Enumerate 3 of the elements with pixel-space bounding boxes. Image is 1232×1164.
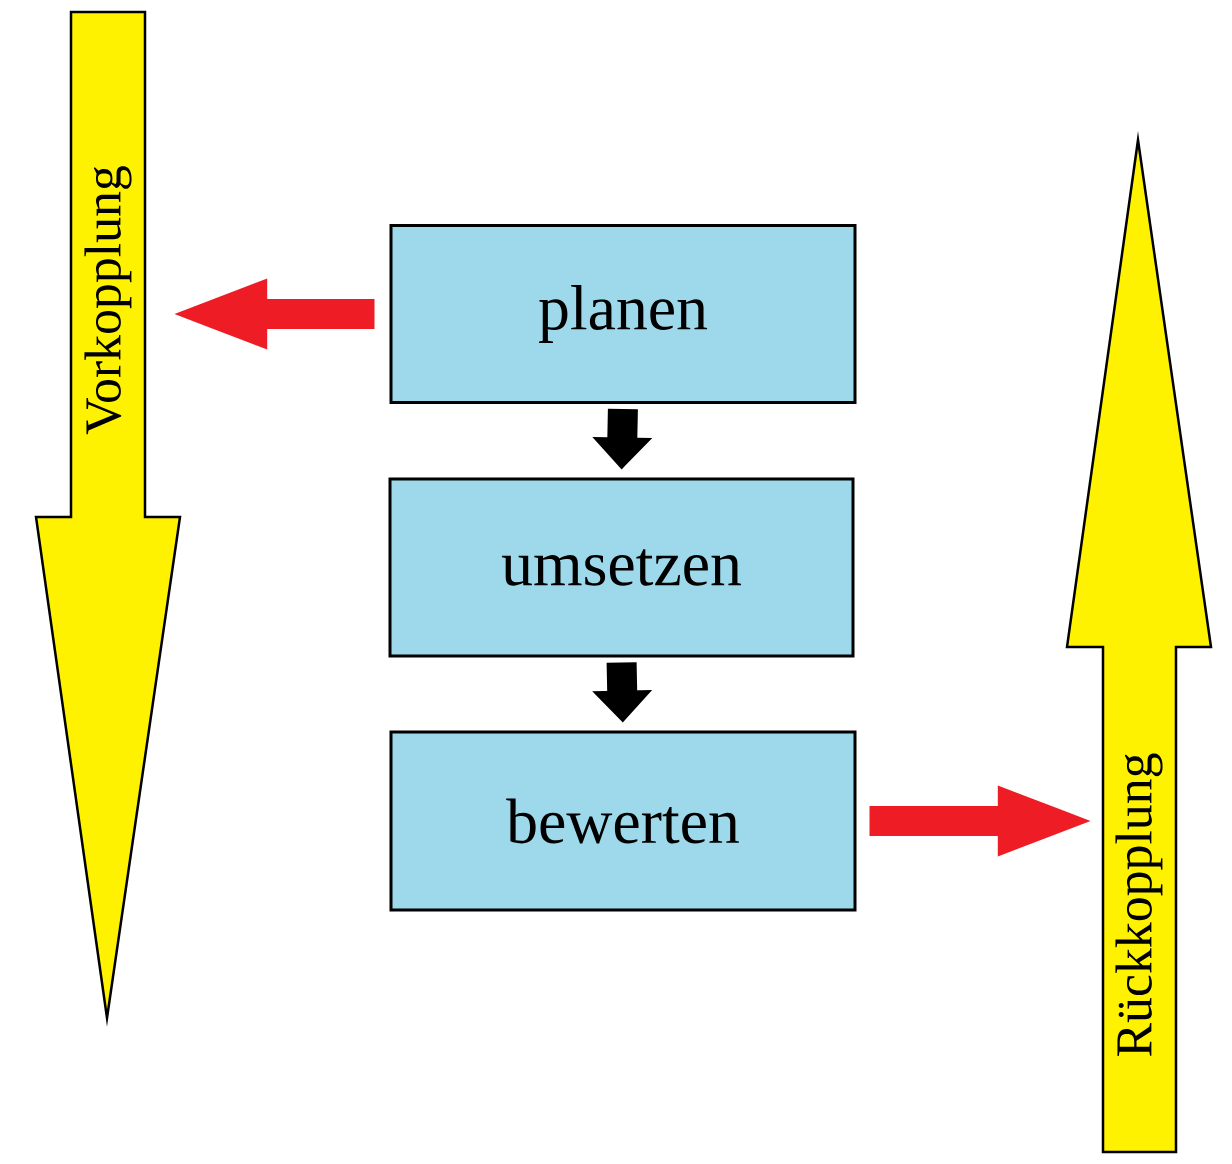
process-box: umsetzen: [388, 477, 855, 658]
process-box: planen: [389, 224, 857, 404]
process-box: bewerten: [389, 730, 857, 912]
